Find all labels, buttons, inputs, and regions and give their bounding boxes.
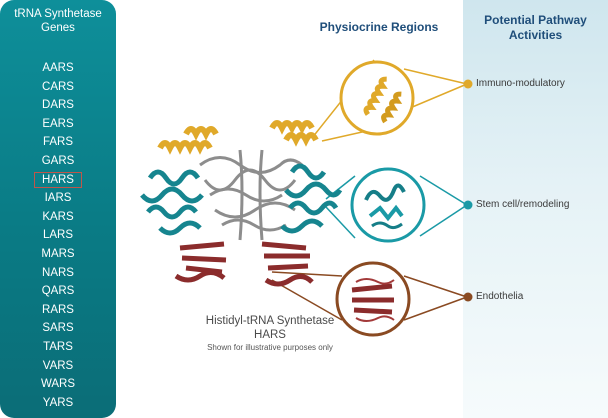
gene-label: TARS (43, 340, 73, 353)
pathway-title-line1: Potential Pathway (484, 13, 587, 27)
gene-label: YARS (42, 396, 74, 409)
gene-label: VARS (42, 359, 74, 372)
brown-zoom-circle (335, 261, 411, 337)
pathway-panel (463, 0, 608, 418)
gene-label: FARS (42, 136, 74, 149)
gene-item: TARS (0, 338, 116, 357)
gene-item: FARS (0, 133, 116, 152)
gene-item: QARS (0, 282, 116, 301)
teal-zoom-circle (350, 167, 426, 243)
red-domain-right (261, 241, 314, 287)
activity-label-stem-cell: Stem cell/remodeling (476, 199, 570, 210)
gene-item: IARS (0, 189, 116, 208)
gene-label: LARS (42, 229, 74, 242)
activity-label-immuno: Immuno-modulatory (476, 78, 565, 89)
gene-item: AARS (0, 59, 116, 78)
gene-item: EARS (0, 115, 116, 134)
gold-zoom-circle (339, 60, 415, 136)
teal-pointer-lower (419, 204, 468, 237)
gene-label: DARS (42, 99, 74, 112)
gene-label: AARS (42, 62, 74, 74)
brown-connector-lower (271, 279, 343, 321)
gene-panel: tRNA Synthetase Genes AARS CARS DARS EAR… (0, 0, 116, 418)
pathway-title-line2: Activities (508, 28, 563, 42)
gene-item: VARS (0, 357, 116, 376)
gene-item: LARS (0, 226, 116, 245)
gold-helix-left (157, 126, 219, 155)
endothelia-marker-icon (463, 292, 473, 302)
highlighted-gene-label: HARS (34, 171, 82, 188)
immuno-marker-icon (463, 79, 473, 89)
gene-item: GARS (0, 152, 116, 171)
caption-gene: HARS (254, 329, 286, 341)
gold-pointer-lower (409, 83, 468, 109)
gene-item: NARS (0, 264, 116, 283)
gene-label: QARS (41, 285, 75, 298)
gene-item: CARS (0, 78, 116, 97)
brown-pointer-upper (403, 275, 468, 298)
gene-item: SARS (0, 319, 116, 338)
gene-panel-title: tRNA Synthetase Genes (0, 7, 116, 35)
gene-label: MARS (41, 247, 75, 260)
gene-label: NARS (42, 266, 74, 279)
gene-label: CARS (42, 80, 74, 93)
hars-protein-structure (140, 120, 343, 287)
red-domain-left (174, 241, 227, 283)
gene-title-line1: tRNA Synthetase (14, 8, 102, 20)
gene-title-line2: Genes (41, 22, 75, 34)
caption-note: Shown for illustrative purposes only (207, 343, 333, 352)
activity-label-endothelia: Endothelia (476, 291, 524, 302)
gray-core (199, 149, 303, 241)
pathway-title: Potential Pathway Activities (463, 13, 608, 43)
gene-item: MARS (0, 245, 116, 264)
caption-title: Histidyl-tRNA Synthetase (205, 315, 335, 327)
teal-domain-right (280, 163, 343, 234)
gene-label: KARS (42, 210, 74, 223)
gene-label: WARS (40, 378, 76, 391)
gene-item-highlighted: HARS (0, 171, 116, 190)
gene-item: WARS (0, 375, 116, 394)
teal-domain-left (140, 169, 204, 236)
gene-label: IARS (44, 192, 72, 205)
brown-pointer-lower (403, 296, 468, 321)
gold-pointer-upper (403, 68, 468, 85)
gene-item: YARS (0, 394, 116, 413)
structure-caption: Histidyl-tRNA Synthetase HARS Shown for … (160, 314, 380, 353)
teal-connector-lower (325, 206, 356, 239)
gene-list: AARS CARS DARS EARS FARS GARS HARS IARS … (0, 59, 116, 412)
stem-cell-marker-icon (463, 200, 473, 210)
gene-item: KARS (0, 208, 116, 227)
gene-item: DARS (0, 96, 116, 115)
gene-label: SARS (42, 322, 74, 335)
brown-connector-upper (271, 271, 343, 277)
teal-pointer-upper (419, 175, 468, 206)
gene-label: EARS (42, 117, 74, 130)
gene-item: RARS (0, 301, 116, 320)
gene-label: GARS (41, 154, 75, 167)
gene-label: RARS (42, 303, 74, 316)
regions-title: Physiocrine Regions (319, 20, 439, 34)
gold-helix-right (269, 120, 319, 147)
